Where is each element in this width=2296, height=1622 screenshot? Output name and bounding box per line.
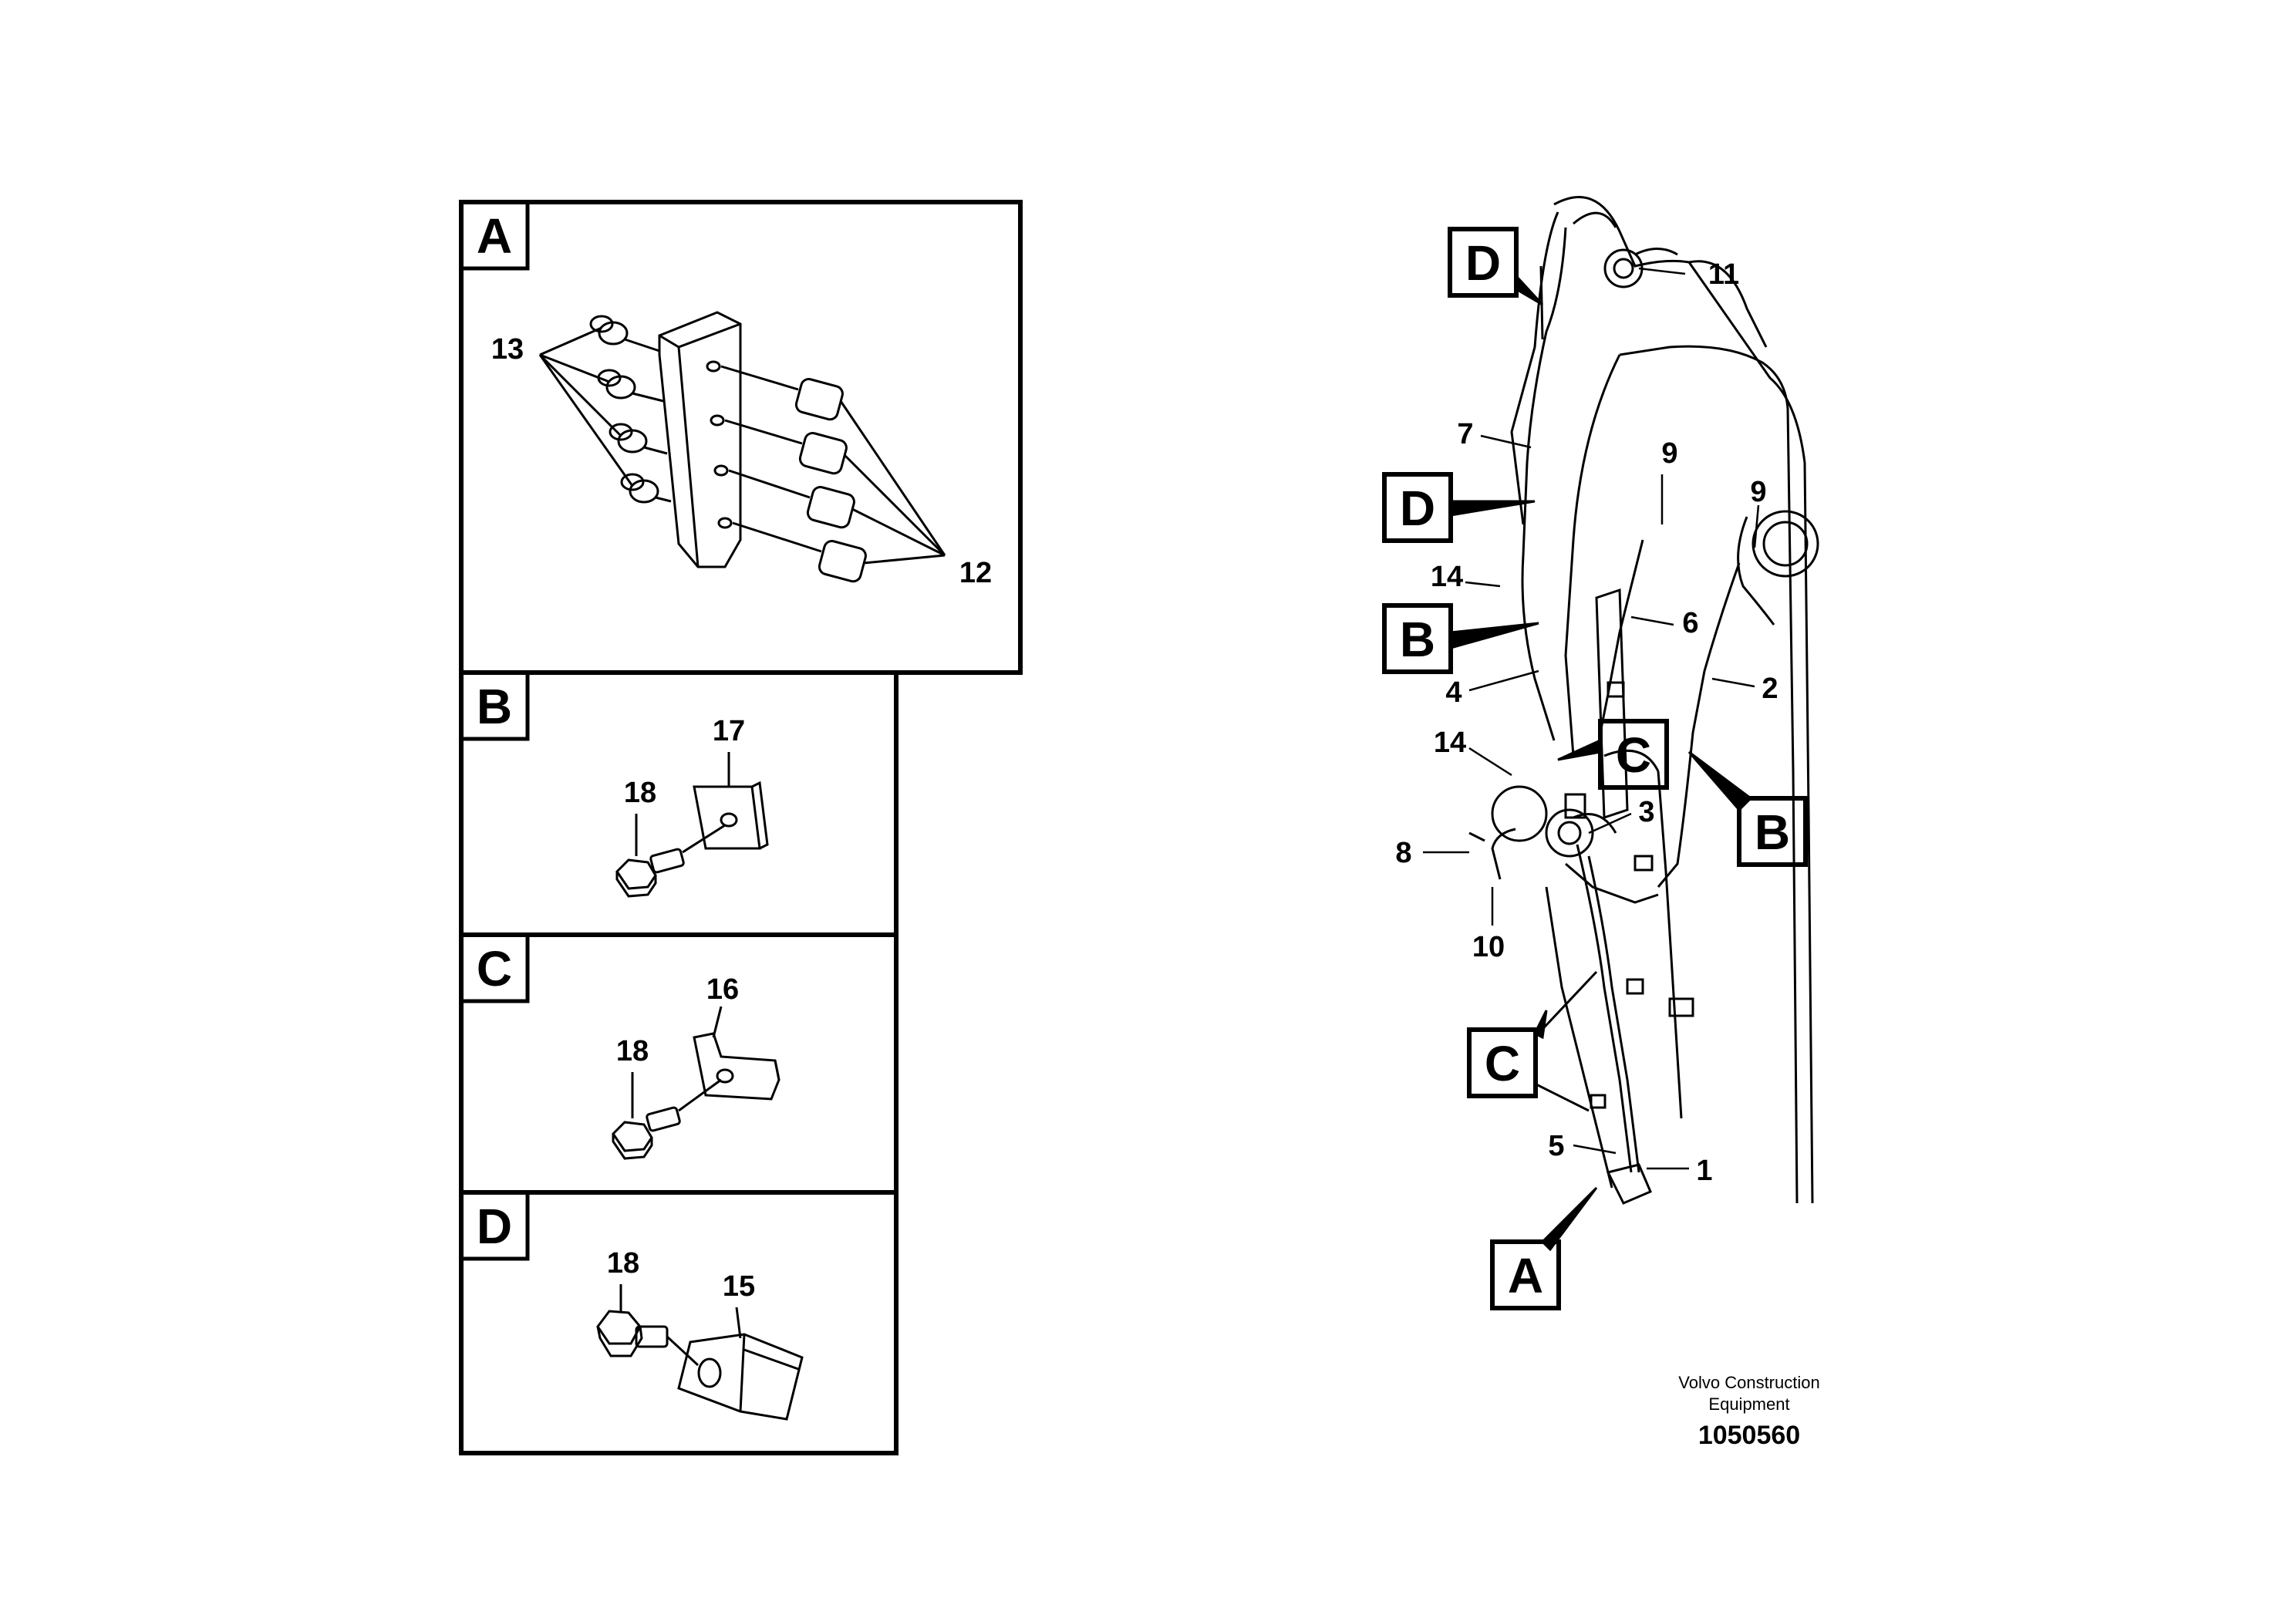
detail-panels [459, 200, 1023, 1455]
leader-lines [1423, 267, 1760, 1170]
callout-5: 5 [1548, 1130, 1564, 1162]
ref-d-top: D [1465, 235, 1501, 291]
panel-a-letter: A [477, 208, 512, 264]
ref-b-right: B [1755, 804, 1790, 860]
callout-1: 1 [1696, 1155, 1712, 1187]
reference-pointers [1449, 273, 1753, 1252]
ref-b-left: B [1400, 612, 1435, 667]
clamp-plate-b-drawing [615, 752, 769, 898]
footer-drawing-number: 1050560 [1698, 1421, 1800, 1450]
panel-c-letter: C [477, 941, 512, 996]
callout-18-b: 18 [624, 777, 656, 809]
ref-a-bottom: A [1508, 1248, 1543, 1303]
connector-block-drawing [538, 311, 946, 583]
boom-outline [1491, 196, 1819, 1204]
panel-d-frame [459, 1190, 899, 1455]
footer-company-line1: Volvo Construction [1678, 1373, 1819, 1392]
callout-16: 16 [706, 973, 739, 1006]
hose-lines [1468, 211, 1775, 1205]
callout-9-b: 9 [1750, 476, 1766, 508]
callout-18-c: 18 [616, 1035, 649, 1067]
panel-d-letter: D [477, 1199, 512, 1254]
callout-12: 12 [959, 557, 992, 589]
callout-7: 7 [1457, 418, 1473, 450]
clamp-plate-c-drawing [612, 1006, 781, 1160]
callout-15: 15 [723, 1270, 755, 1303]
panel-b-letter: B [477, 679, 512, 734]
callout-10: 10 [1472, 931, 1505, 963]
callout-4: 4 [1445, 676, 1462, 709]
callout-14-a: 14 [1431, 561, 1463, 593]
footer-company-line2: Equipment [1708, 1394, 1789, 1414]
ref-c-lower: C [1485, 1036, 1520, 1091]
callout-3: 3 [1638, 796, 1654, 828]
clamp-block-d-drawing [596, 1284, 804, 1421]
callout-14-b: 14 [1434, 727, 1466, 759]
bracket-details [1564, 681, 1694, 1109]
ref-c-upper: C [1616, 727, 1651, 783]
reference-boxes [1382, 227, 1808, 1310]
callout-2: 2 [1762, 673, 1778, 705]
callout-17: 17 [713, 715, 745, 747]
callout-6: 6 [1682, 607, 1698, 639]
callout-18-d: 18 [607, 1247, 639, 1280]
callout-13: 13 [491, 333, 524, 366]
ref-d-mid: D [1400, 481, 1435, 536]
callout-11: 11 [1708, 258, 1739, 291]
callout-8: 8 [1395, 837, 1411, 869]
callout-9-a: 9 [1661, 437, 1677, 470]
